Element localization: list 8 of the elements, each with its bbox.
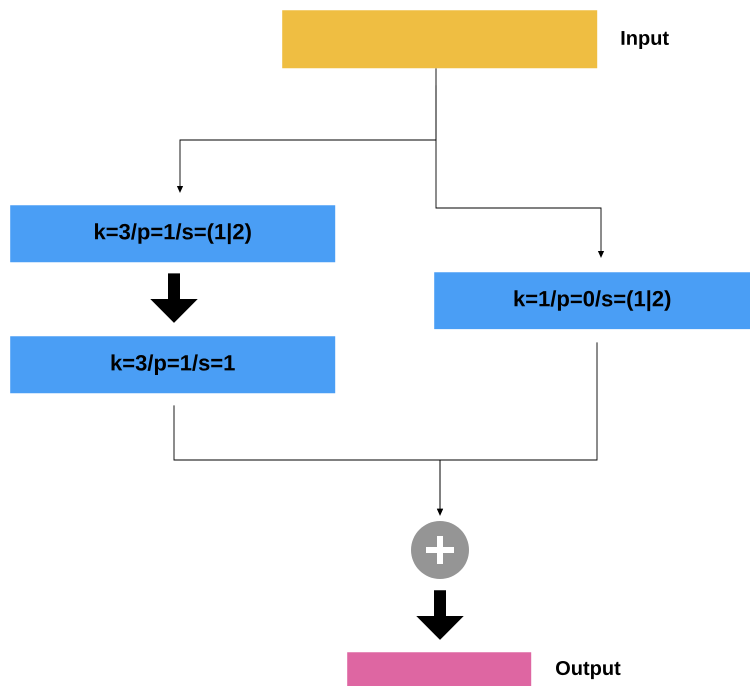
process-box: k=3/p=1/s=1 <box>10 336 336 394</box>
process-box: k=1/p=0/s=(1|2) <box>434 272 750 330</box>
empty-box <box>347 652 532 686</box>
plus-circle <box>411 521 469 579</box>
process-box: k=3/p=1/s=(1|2) <box>10 205 336 262</box>
empty-box <box>282 10 598 68</box>
beside-label: Output <box>556 660 620 680</box>
beside-label: Input <box>622 31 669 49</box>
